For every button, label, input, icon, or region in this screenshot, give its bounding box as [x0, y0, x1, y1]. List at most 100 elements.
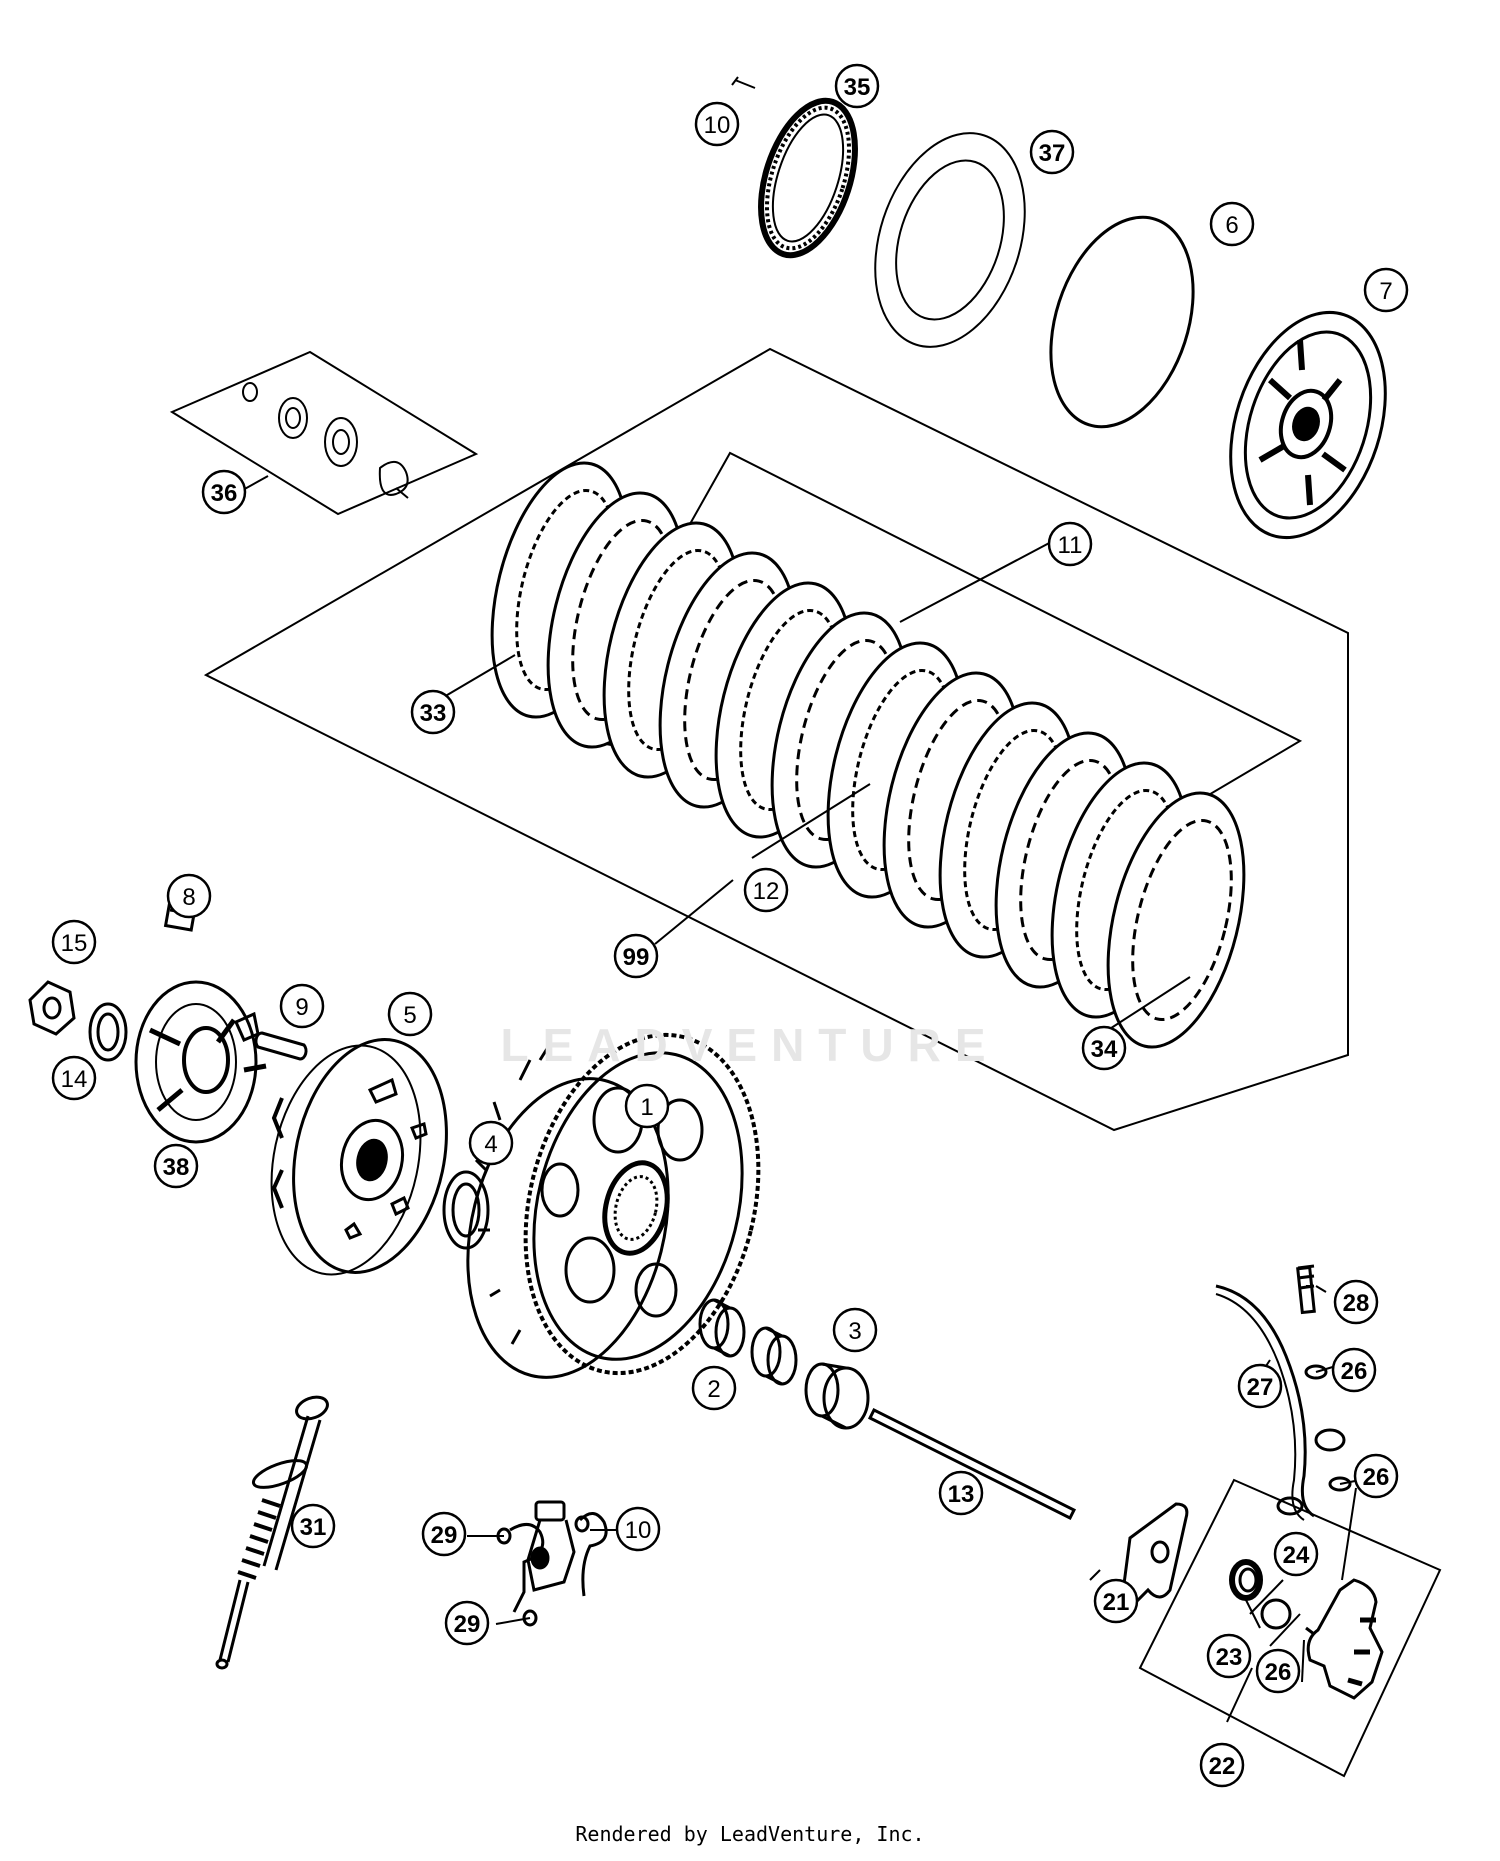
callout-c26c: 26 — [1265, 1659, 1292, 1686]
callout-c38-circle — [153, 1143, 199, 1189]
callout-c33-circle — [410, 689, 456, 735]
callout-c99-circle — [613, 933, 659, 979]
part-5-pressure-disc — [270, 1038, 448, 1276]
callout-c26b: 26 — [1363, 1464, 1390, 1491]
callout-c26c-circle — [1255, 1648, 1301, 1694]
callout-c22: 22 — [1209, 1753, 1236, 1780]
callout-c10a: 10 — [704, 112, 731, 139]
callout-c29b: 29 — [454, 1611, 481, 1638]
callout-c28-circle — [1333, 1279, 1379, 1325]
callout-c7: 7 — [1379, 278, 1392, 305]
callout-c27-circle — [1237, 1363, 1283, 1409]
callout-c2: 2 — [707, 1376, 720, 1403]
callout-c6-circle — [1209, 201, 1255, 247]
callout-c10b-circle — [615, 1506, 661, 1552]
callout-c2-circle — [691, 1365, 737, 1411]
part-37-washer-disc — [874, 132, 1026, 348]
footer-credit: Rendered by LeadVenture, Inc. — [575, 1822, 925, 1846]
callout-c8-circle — [166, 873, 212, 919]
callout-c34: 34 — [1091, 1036, 1118, 1063]
part-29-lever-bracket — [496, 1500, 608, 1627]
callout-c7-circle — [1363, 267, 1409, 313]
callout-c15-circle — [51, 919, 97, 965]
callout-c5-circle — [387, 991, 433, 1037]
callout-c26b-circle — [1353, 1453, 1399, 1499]
clutch-plates-stack — [490, 461, 1246, 1049]
part-13-push-rod — [867, 1407, 1077, 1521]
callout-c11-circle — [1047, 521, 1093, 567]
part-3-sleeve — [804, 1362, 870, 1430]
callout-c23-circle — [1206, 1633, 1252, 1679]
callout-c29a-circle — [421, 1511, 467, 1557]
callout-c3-circle — [832, 1307, 878, 1353]
part-2-bushings — [698, 1298, 798, 1386]
callout-c13-circle — [938, 1470, 984, 1516]
part-23-piston — [1229, 1559, 1263, 1601]
callout-c36: 36 — [211, 480, 238, 507]
part-26-o-rings — [1304, 1364, 1352, 1492]
callout-c9: 9 — [295, 994, 308, 1021]
callout-c9-circle — [279, 983, 325, 1029]
callout-c31-circle — [290, 1503, 336, 1549]
callout-c1-circle — [624, 1083, 670, 1129]
callout-c10a-circle — [694, 101, 740, 147]
part-4-thrust-washer — [442, 1170, 490, 1250]
part-24-seal — [1260, 1598, 1292, 1630]
callout-c1: 1 — [640, 1094, 653, 1121]
part-38-inner-hub — [134, 980, 267, 1144]
watermark: LEADVENTURE — [500, 1019, 1000, 1071]
callout-c29a: 29 — [431, 1522, 458, 1549]
leader-lines — [436, 540, 1361, 1723]
callout-c12: 12 — [753, 878, 780, 905]
callout-c21: 21 — [1103, 1589, 1130, 1616]
part-10-small-screw-top — [731, 76, 756, 89]
callout-c6: 6 — [1225, 212, 1238, 239]
callout-c13: 13 — [948, 1481, 975, 1508]
part-6-o-ring — [1049, 215, 1195, 429]
callout-c4-circle — [468, 1120, 514, 1166]
part-35-pressure-ring — [758, 97, 858, 259]
callout-c34-circle — [1081, 1025, 1127, 1071]
callout-c26a: 26 — [1341, 1358, 1368, 1385]
callout-c10b: 10 — [625, 1517, 652, 1544]
part-15-nut — [28, 980, 76, 1036]
callout-c26a-circle — [1331, 1347, 1377, 1393]
part-22-slave-cylinder-box — [1138, 1478, 1442, 1778]
callout-c14-circle — [51, 1055, 97, 1101]
part-31-spring-tool — [215, 1395, 329, 1670]
callout-c8: 8 — [182, 884, 195, 911]
callout-c21-circle — [1093, 1578, 1139, 1624]
callout-c99: 99 — [623, 944, 650, 971]
callout-c37: 37 — [1039, 140, 1066, 167]
callout-c24-circle — [1273, 1531, 1319, 1577]
callout-c12-circle — [743, 867, 789, 913]
callout-c31: 31 — [300, 1514, 327, 1541]
part-26-small-screw — [1305, 1626, 1315, 1636]
clutch-plate-inner-ring — [1131, 818, 1233, 1022]
clutch-plate — [1106, 791, 1246, 1049]
part-9-pin — [254, 1031, 308, 1061]
part-1-clutch-basket — [466, 1032, 761, 1379]
callout-c3: 3 — [848, 1318, 861, 1345]
callout-c4: 4 — [484, 1131, 497, 1158]
callout-c35: 35 — [844, 74, 871, 101]
callout-c14: 14 — [61, 1066, 88, 1093]
callout-c35-circle — [834, 63, 880, 109]
callout-c28: 28 — [1343, 1290, 1370, 1317]
part-14-lock-washer — [88, 1002, 128, 1062]
callout-c37-circle — [1029, 129, 1075, 175]
callout-c29b-circle — [444, 1600, 490, 1646]
callout-c5: 5 — [403, 1002, 416, 1029]
callout-c33: 33 — [420, 700, 447, 727]
part-36-kit-box — [169, 350, 479, 516]
callout-c36-circle — [201, 469, 247, 515]
part-7-pressure-plate — [1229, 310, 1387, 540]
callout-c15: 15 — [61, 930, 88, 957]
callout-c23: 23 — [1216, 1644, 1243, 1671]
callout-c27: 27 — [1247, 1374, 1274, 1401]
part-22-slave-cylinder — [1306, 1487, 1384, 1700]
callout-c22-circle — [1199, 1742, 1245, 1788]
callout-c11: 11 — [1058, 532, 1083, 559]
